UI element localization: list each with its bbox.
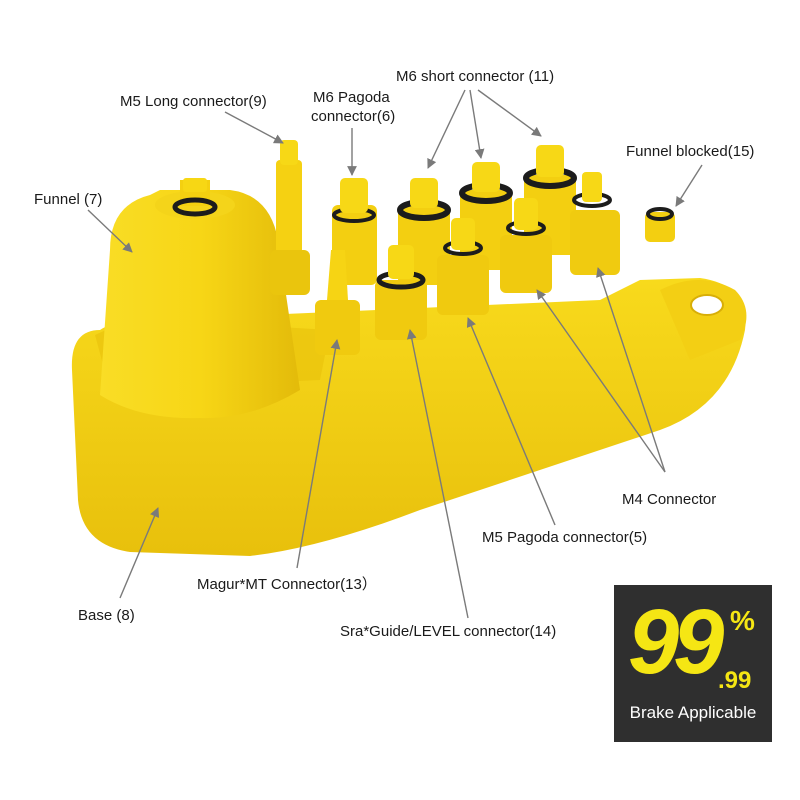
badge-caption: Brake Applicable: [629, 703, 757, 722]
pointer-lines: [87, 89, 703, 619]
pointer-m6-short-c: [477, 89, 542, 137]
label-m5-long-connector: M5 Long connector(9): [120, 93, 267, 110]
label-m6-pagoda-line2: connector(6): [311, 108, 396, 125]
label-m6-short-connector: M6 short connector (11): [396, 68, 555, 85]
label-magura-mt-connector: Magur*MT Connector(13）: [197, 576, 377, 593]
label-base: Base (8): [78, 607, 135, 624]
pointer-sra: [406, 329, 469, 619]
connector-funnel-blocked: [645, 207, 675, 242]
connector-magura-mt: [315, 250, 360, 355]
connector-sram-guide: [375, 245, 427, 340]
pointer-m6-short-b: [469, 89, 485, 159]
pointer-base: [119, 507, 160, 599]
connector-m5-long: [270, 140, 310, 295]
label-sra-guide-connector: Sra*Guide/LEVEL connector(14): [340, 623, 557, 640]
pointer-m4-b: [596, 267, 666, 473]
pointer-m5-long: [224, 111, 284, 144]
pointer-funnel: [87, 209, 133, 253]
connector-m6-short-2: [459, 162, 513, 270]
connector-m5-pagoda: [437, 218, 489, 315]
pointer-magura: [296, 339, 341, 569]
label-funnel: Funnel (7): [34, 191, 103, 208]
brake-applicable-badge: 99 % .99 Brake Applicable: [614, 585, 772, 742]
pointer-m6-short-a: [427, 89, 466, 169]
pointer-m5-pagoda: [466, 317, 556, 526]
pointer-m4-a: [536, 289, 666, 473]
connector-m4-back: [570, 172, 620, 275]
badge-percent-sign: %: [730, 605, 755, 636]
label-m4-connector: M4 Connector: [622, 491, 717, 508]
hanging-hole: [690, 294, 724, 316]
label-funnel-blocked: Funnel blocked(15): [626, 143, 755, 160]
pointer-funnel-blocked: [675, 164, 703, 207]
funnel-part: [100, 178, 300, 419]
badge-decimal: .99: [718, 667, 752, 694]
label-m6-pagoda-line1: M6 Pagoda: [313, 89, 390, 106]
badge-big-number: 99: [628, 591, 724, 693]
connector-m4-front: [500, 198, 552, 293]
label-m5-pagoda-connector: M5 Pagoda connector(5): [482, 529, 648, 546]
